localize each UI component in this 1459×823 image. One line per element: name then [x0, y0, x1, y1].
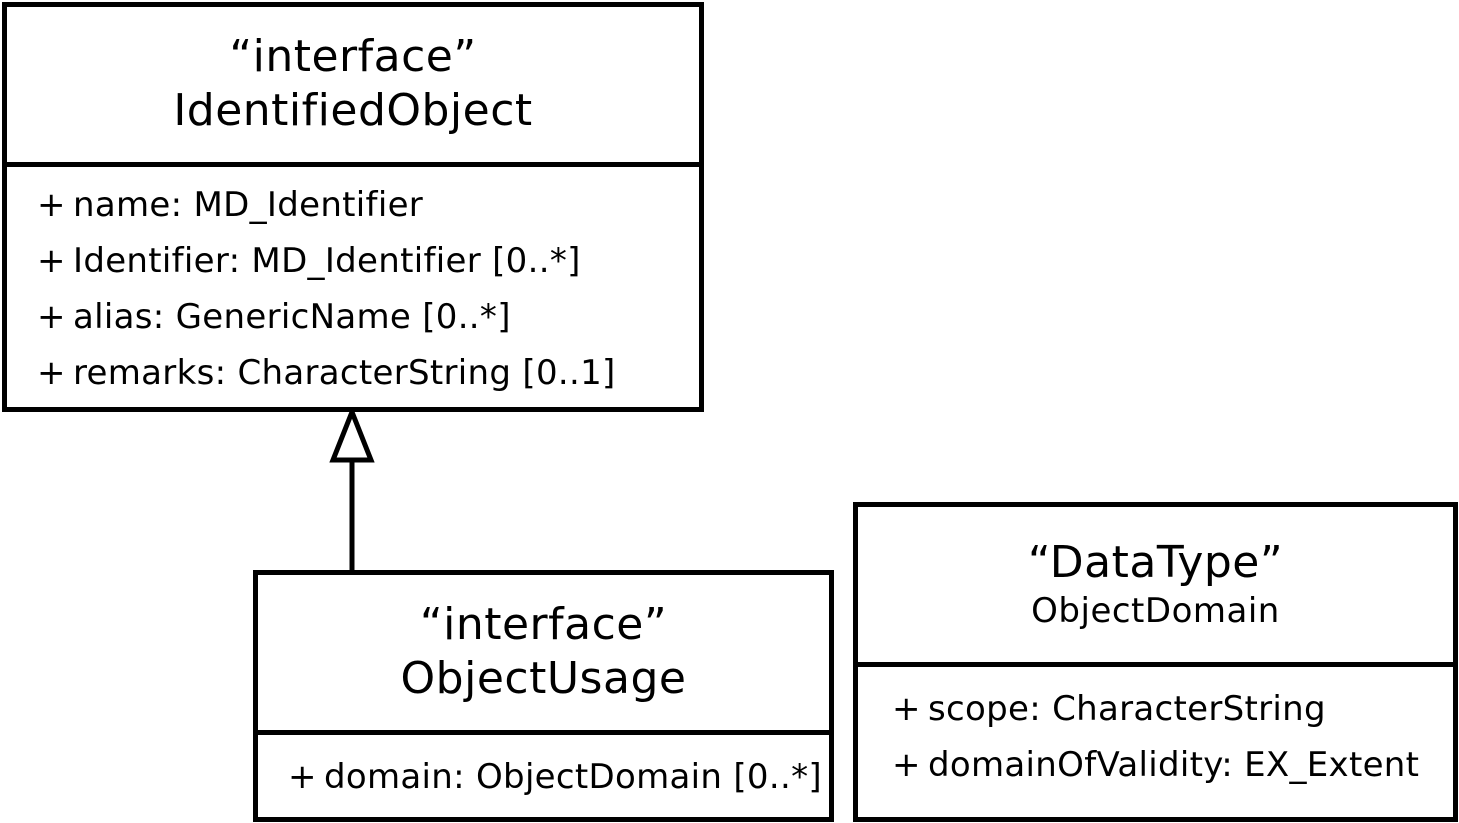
class-attributes: +scope: CharacterString +domainOfValidit…: [858, 667, 1453, 793]
attribute-row: +remarks: CharacterString [0..1]: [37, 345, 699, 401]
class-name: ObjectUsage: [400, 653, 687, 705]
visibility-marker: +: [288, 757, 317, 797]
attribute-row: +name: MD_Identifier: [37, 177, 699, 233]
attribute-text: name: MD_Identifier: [73, 185, 424, 225]
class-stereotype: “interface”: [419, 598, 668, 650]
attribute-text: domainOfValidity: EX_Extent: [928, 745, 1420, 785]
visibility-marker: +: [37, 297, 66, 337]
attribute-text: remarks: CharacterString [0..1]: [73, 353, 616, 393]
visibility-marker: +: [892, 745, 921, 785]
class-box-object-domain[interactable]: “DataType” ObjectDomain +scope: Characte…: [853, 502, 1458, 822]
class-name: ObjectDomain: [1031, 590, 1280, 631]
attribute-row: +scope: CharacterString: [892, 681, 1453, 737]
attribute-text: Identifier: MD_Identifier [0..*]: [73, 241, 581, 281]
class-header: “interface” ObjectUsage: [258, 575, 829, 735]
class-header: “DataType” ObjectDomain: [858, 507, 1453, 667]
class-box-identified-object[interactable]: “interface” IdentifiedObject +name: MD_I…: [2, 2, 704, 412]
attribute-text: alias: GenericName [0..*]: [73, 297, 511, 337]
class-header: “interface” IdentifiedObject: [7, 7, 699, 167]
attribute-row: +domain: ObjectDomain [0..*]: [288, 749, 829, 805]
class-box-object-usage[interactable]: “interface” ObjectUsage +domain: ObjectD…: [253, 570, 834, 822]
visibility-marker: +: [37, 241, 66, 281]
attribute-row: +Identifier: MD_Identifier [0..*]: [37, 233, 699, 289]
visibility-marker: +: [37, 185, 66, 225]
visibility-marker: +: [892, 689, 921, 729]
attribute-row: +domainOfValidity: EX_Extent: [892, 737, 1453, 793]
attribute-text: scope: CharacterString: [928, 689, 1326, 729]
class-stereotype: “interface”: [229, 30, 477, 82]
attribute-text: domain: ObjectDomain [0..*]: [324, 757, 822, 797]
class-attributes: +name: MD_Identifier +Identifier: MD_Ide…: [7, 167, 699, 401]
class-attributes: +domain: ObjectDomain [0..*]: [258, 735, 829, 805]
generalization-triangle-head: [329, 405, 375, 463]
class-stereotype: “DataType”: [1027, 536, 1284, 588]
class-name: IdentifiedObject: [173, 85, 533, 137]
attribute-row: +alias: GenericName [0..*]: [37, 289, 699, 345]
visibility-marker: +: [37, 353, 66, 393]
